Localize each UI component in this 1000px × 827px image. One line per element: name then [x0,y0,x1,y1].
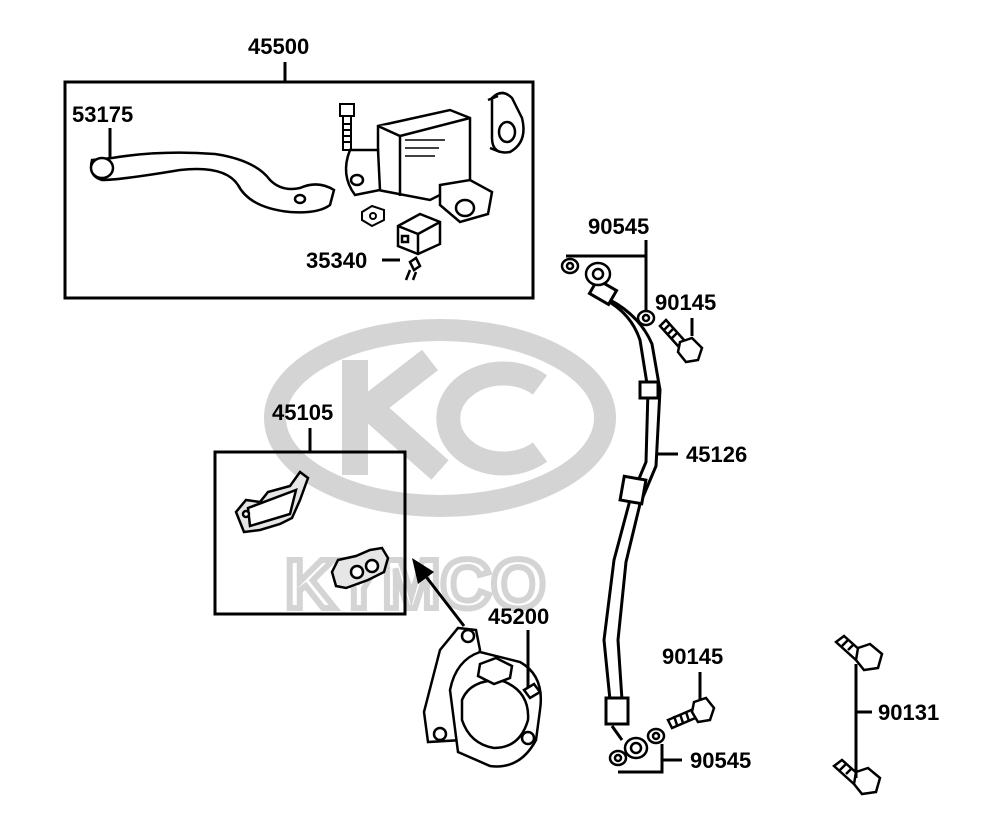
master-cylinder-box [63,80,535,300]
caliper-bolt-lower-drawing [832,758,882,796]
clamp-drawing [487,91,525,154]
stop-switch-drawing [396,212,442,281]
top-washers-drawing [560,257,656,327]
caliper-drawing [422,626,543,768]
label-brake-lever: 53175 [72,102,133,127]
label-bolt-top: 90145 [655,290,716,315]
caliper-bolt-upper-drawing [834,634,884,672]
bottom-washers-drawing [608,727,666,767]
pivot-bolt-drawing [339,103,355,151]
top-bolt-drawing [658,318,704,364]
label-caliper-bolt: 90131 [878,700,939,725]
brake-pad-lower-drawing [330,546,390,590]
label-washer-top: 90545 [588,214,649,239]
bottom-bolt-drawing [666,696,716,730]
kymco-watermark-logo: KYMCO [264,319,616,626]
label-bolt-bottom: 90145 [662,644,723,669]
brake-hose-drawing [587,277,662,741]
pad-arrow [412,558,466,627]
label-washer-bottom: 90545 [690,748,751,773]
brake-lever-drawing [89,151,336,214]
label-pad-set: 45105 [272,400,333,425]
leader-90545-bottom [618,744,664,774]
master-cylinder-drawing [344,108,494,224]
label-master-cylinder-assy: 45500 [248,34,309,59]
watermark-brand-text: KYMCO [285,545,546,623]
small-washer-drawing [361,204,385,228]
label-brake-hose: 45126 [686,442,747,467]
label-stop-switch: 35340 [306,248,367,273]
pad-set-group: 45105 [213,400,407,616]
master-cylinder-group: 45500 53175 [63,34,535,300]
label-caliper-assy: 45200 [488,604,549,629]
brake-pad-upper-drawing [234,470,310,534]
